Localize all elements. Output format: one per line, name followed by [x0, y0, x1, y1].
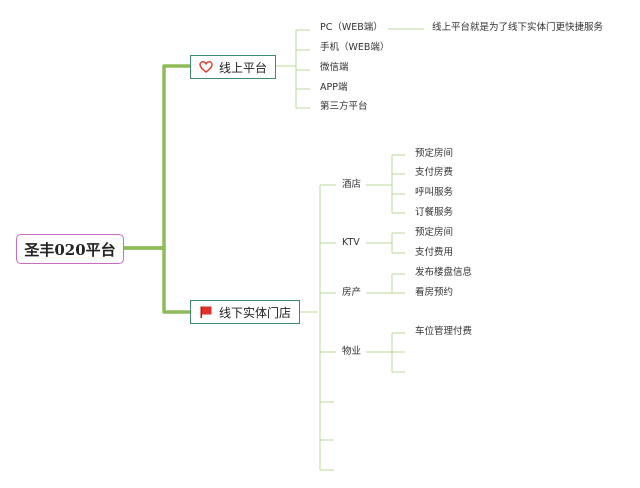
property-item-publish-listing[interactable]: 发布楼盘信息	[415, 267, 473, 278]
heart-icon	[199, 60, 213, 74]
online-item-third-party[interactable]: 第三方平台	[320, 101, 368, 112]
online-item-pc-web[interactable]: PC（WEB端）	[320, 22, 383, 33]
offline-store-label: 线下实体门店	[219, 305, 292, 320]
connector-root-to-online	[122, 64, 192, 250]
online-note: 线上平台就是为了线下实体门更快捷服务	[432, 22, 604, 33]
ktv-item-book-room[interactable]: 预定房间	[415, 227, 454, 238]
hotel-item-order-meal[interactable]: 订餐服务	[415, 207, 454, 218]
hotel-item-pay-room[interactable]: 支付房费	[415, 167, 454, 178]
root-node[interactable]: 圣丰020平台	[16, 234, 124, 264]
connector-root-to-offline	[122, 246, 192, 314]
online-platform-node[interactable]: 线上平台	[190, 55, 276, 79]
category-estate[interactable]: 物业	[342, 346, 362, 357]
ktv-item-pay-fee[interactable]: 支付费用	[415, 247, 454, 258]
online-item-mobile-web[interactable]: 手机（WEB端）	[320, 42, 390, 53]
property-item-viewing-appointment[interactable]: 看房预约	[415, 287, 454, 298]
category-property[interactable]: 房产	[342, 287, 362, 298]
hotel-item-book-room[interactable]: 预定房间	[415, 148, 454, 159]
online-item-app[interactable]: APP端	[320, 82, 348, 93]
estate-item-parking-fee[interactable]: 车位管理付费	[415, 326, 473, 337]
root-label: 圣丰020平台	[24, 240, 116, 259]
online-item-wechat[interactable]: 微信端	[320, 62, 349, 73]
red-flag-icon	[199, 305, 213, 319]
offline-store-node[interactable]: 线下实体门店	[190, 300, 300, 324]
category-hotel[interactable]: 酒店	[342, 179, 362, 190]
online-platform-label: 线上平台	[219, 60, 268, 75]
hotel-item-call-service[interactable]: 呼叫服务	[415, 187, 454, 198]
category-ktv[interactable]: KTV	[342, 237, 360, 248]
